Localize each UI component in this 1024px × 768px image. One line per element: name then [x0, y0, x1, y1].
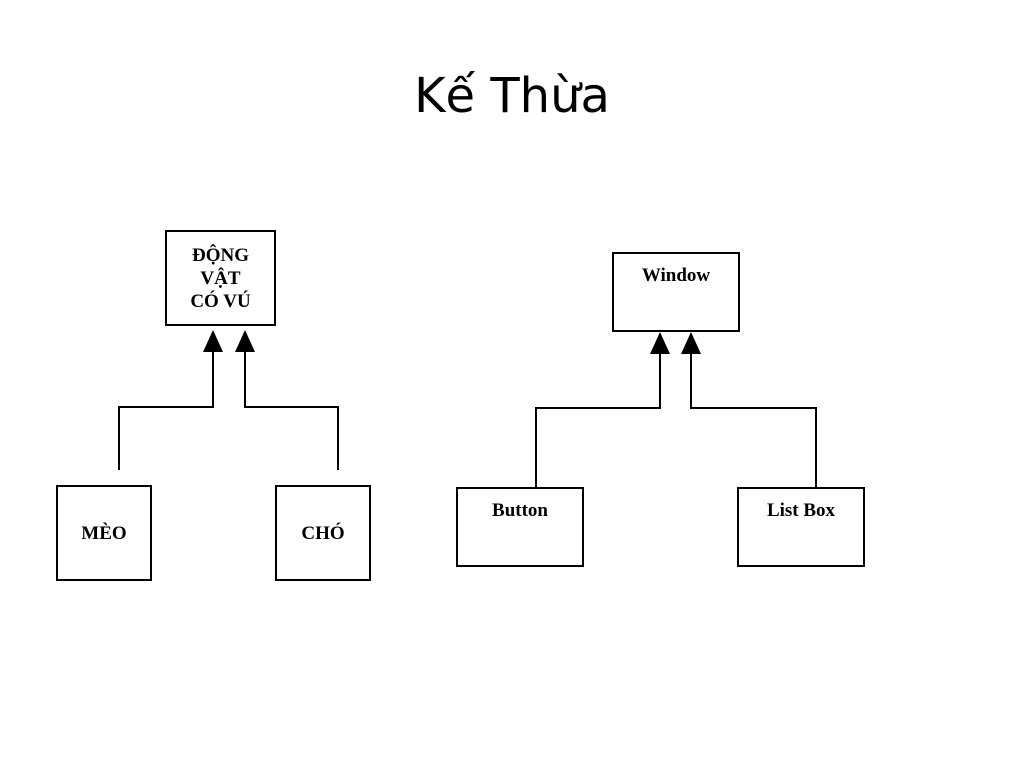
class-box-button: Button — [456, 487, 584, 567]
arrowhead-button — [650, 332, 670, 354]
class-name-cho: CHÓ — [301, 522, 345, 544]
connector-meo-to-dong-vat-co-vu — [118, 352, 214, 470]
arrowhead-listbox — [681, 332, 701, 354]
class-box-cho: CHÓ — [275, 485, 371, 581]
class-box-list-box: List Box — [737, 487, 865, 567]
connector-cho-to-dong-vat-co-vu — [244, 352, 339, 470]
connector-button-to-window — [535, 354, 661, 487]
class-box-meo: MÈO — [56, 485, 152, 581]
page-title: Kế Thừa — [414, 68, 610, 124]
class-name-window: Window — [641, 265, 711, 286]
class-box-window: Window — [612, 252, 740, 332]
class-name-dong-vat-co-vu: ĐỘNG VẬT CÓ VÚ — [190, 244, 251, 312]
arrowhead-meo — [203, 330, 223, 352]
class-box-dong-vat-co-vu: ĐỘNG VẬT CÓ VÚ — [165, 230, 276, 326]
class-name-list-box: List Box — [766, 500, 836, 521]
arrowhead-cho — [235, 330, 255, 352]
connector-listbox-to-window — [690, 354, 817, 487]
class-name-meo: MÈO — [81, 522, 127, 544]
class-name-button: Button — [492, 500, 548, 521]
